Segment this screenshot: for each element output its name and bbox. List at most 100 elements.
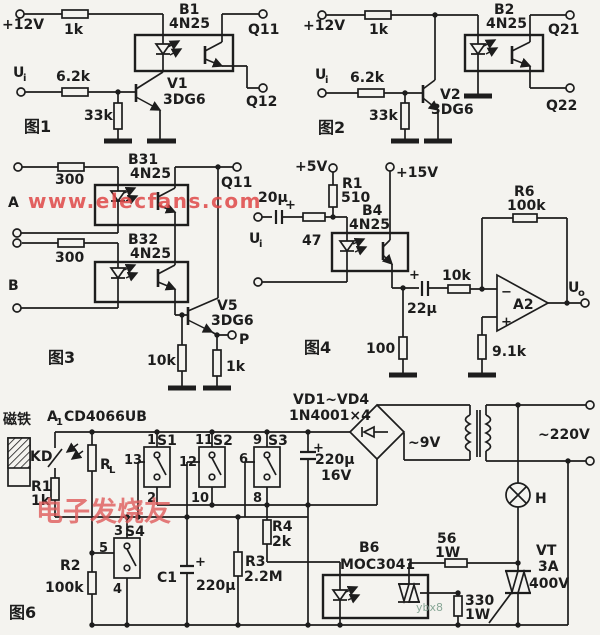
- resistor-label: 2k: [272, 534, 292, 550]
- figure-caption: 图4: [304, 338, 331, 357]
- junction-dot: [214, 332, 220, 338]
- figure-caption: 图6: [9, 603, 36, 622]
- junction-dot: [135, 514, 141, 520]
- light-arrow-icon: [347, 593, 361, 604]
- resistor-r1: [50, 477, 60, 501]
- bridge-rectifier-icon: [348, 403, 406, 461]
- brand-watermark: 电子发烧友: [36, 496, 171, 528]
- magnet-icon: [7, 437, 31, 469]
- switch-box-s2: [198, 446, 226, 488]
- capacitor-c1-icon: [180, 564, 194, 575]
- transistor-ref-label: V2: [440, 87, 461, 103]
- resistor-label: 6.2k: [350, 70, 385, 86]
- figure-caption: 图2: [318, 118, 345, 137]
- output-label: U: [568, 280, 579, 296]
- junction-dot: [209, 429, 215, 435]
- optocoupler-box: [330, 231, 410, 273]
- pin-label: 6: [239, 452, 248, 467]
- junction-dot: [179, 312, 185, 318]
- reed-switch-icon: [47, 448, 63, 468]
- opto-ref-label: B2: [494, 2, 514, 18]
- transistor-part-label: 3DG6: [431, 102, 474, 118]
- junction-dot: [515, 402, 521, 408]
- light-arrow-icon: [485, 47, 499, 57]
- supply-label: +5V: [295, 159, 327, 175]
- wire: [24, 13, 259, 141]
- diode-icon: [362, 425, 375, 439]
- fig1-circuit: +12V 1k B1 4N25 Q11 Q12 U i 6.2k 33k V1 …: [2, 2, 279, 144]
- opamp-label: A2: [513, 297, 534, 313]
- junction-dot: [305, 429, 311, 435]
- pin-label: 5: [99, 541, 108, 556]
- terminal: [258, 83, 268, 93]
- transistor-icon: [187, 319, 214, 333]
- junction-dot: [124, 622, 130, 628]
- optocoupler-box: [321, 573, 430, 620]
- resistor-r2: [87, 571, 97, 595]
- resistor-label: 1k: [369, 22, 389, 38]
- junction-dot: [455, 590, 461, 596]
- light-arrow-icon: [65, 442, 79, 453]
- resistor-47: [302, 212, 326, 222]
- junction-dot: [115, 89, 121, 95]
- junction-dot: [455, 622, 461, 628]
- transformer-core-icon: [476, 410, 481, 457]
- capacitor-ref-label: C1: [157, 570, 177, 586]
- opto-ref-label: B1: [179, 2, 199, 18]
- transistor-part-label: 3DG6: [211, 313, 254, 329]
- input-label: B: [8, 278, 19, 294]
- resistor-label: 330: [465, 593, 494, 609]
- input-label: U: [249, 231, 260, 247]
- light-arrow-icon: [167, 40, 181, 50]
- light-arrow-icon: [345, 585, 359, 596]
- supply-label: +12V: [303, 18, 345, 34]
- junction-dot: [565, 458, 571, 464]
- switch-contact: [263, 451, 271, 459]
- capacitor-label: 22μ: [407, 301, 437, 317]
- phototransistor-icon: [204, 41, 223, 52]
- ic-part-label: CD4066UB: [64, 409, 147, 425]
- terminal: [585, 456, 595, 466]
- light-arrow-icon: [483, 39, 497, 49]
- resistor-330: [453, 595, 463, 617]
- junction-dot: [330, 214, 336, 220]
- fig2-circuit: +12V 1k B2 4N25 Q21 Q22 U i 6.2k 33k V2 …: [303, 2, 579, 144]
- opamp-icon: [496, 273, 550, 333]
- resistor-9k1: [477, 334, 487, 360]
- polarity-label: +: [195, 555, 206, 570]
- phototransistor-icon: [157, 264, 176, 275]
- output-label-sub: o: [578, 288, 585, 299]
- junction-dot: [89, 550, 95, 556]
- transformer-primary-icon: [464, 414, 472, 452]
- switch-blade: [156, 457, 167, 476]
- light-arrow-icon: [70, 449, 84, 460]
- reed-label: KD: [30, 449, 52, 465]
- photoresistor-rl: [87, 444, 97, 472]
- switch-blade: [211, 457, 222, 476]
- input-label: U: [13, 65, 24, 81]
- diode-ref-label: VD1~VD4: [293, 392, 369, 408]
- light-arrow-icon: [352, 237, 366, 248]
- junction-dot: [305, 622, 311, 628]
- ground-icon: [391, 93, 492, 144]
- output-label: Q12: [246, 94, 277, 110]
- switch-box-s4: [113, 537, 141, 579]
- resistor-ref-label: R1: [31, 479, 52, 495]
- transistor-ref-label: V5: [217, 298, 238, 314]
- switch-contact: [123, 564, 131, 572]
- phototransistor-icon: [157, 280, 177, 291]
- fig4-circuit: +5V R1 510 +15V 20μ + U i 47 B4 4N25 22μ…: [249, 159, 590, 378]
- junction-dot: [479, 286, 485, 292]
- pin-label: 3: [114, 524, 123, 539]
- capacitor-voltage-label: 16V: [321, 468, 351, 484]
- resistor-label: 300: [55, 172, 84, 188]
- phototransistor-icon: [204, 57, 224, 68]
- terminal: [565, 83, 575, 93]
- triac-icon: [516, 568, 532, 594]
- optocoupler-box: [93, 260, 190, 304]
- terminal: [15, 9, 25, 19]
- terminal: [12, 228, 22, 238]
- junction-dot: [264, 429, 270, 435]
- opto-part-label: 4N25: [349, 217, 390, 233]
- resistor-label: 47: [302, 233, 321, 249]
